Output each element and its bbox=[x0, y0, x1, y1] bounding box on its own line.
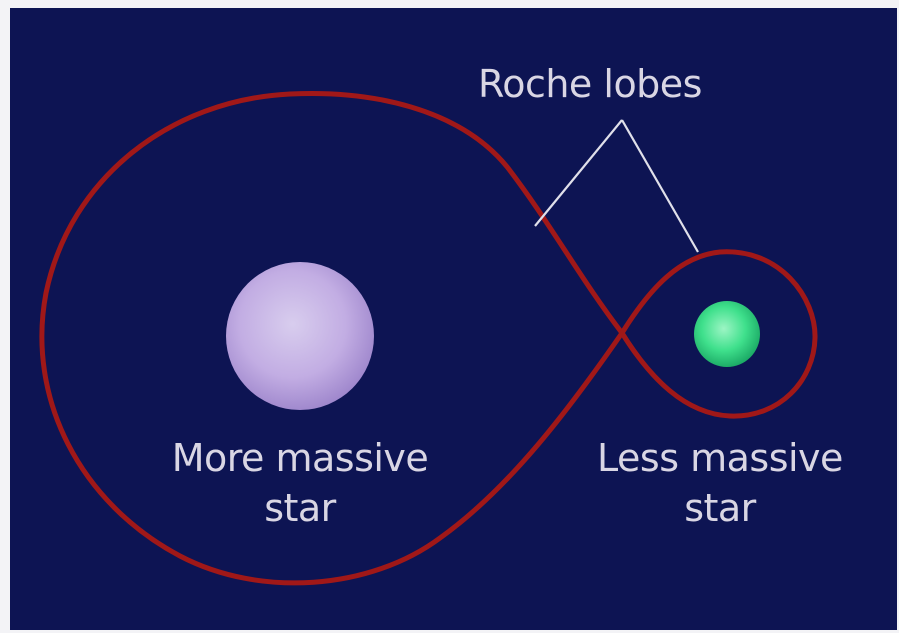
less-massive-star-label-line1: Less massive bbox=[597, 436, 843, 480]
small-roche-lobe bbox=[619, 249, 818, 419]
diagram-canvas: Roche lobes More massive star Less massi… bbox=[10, 8, 897, 630]
less-massive-star bbox=[694, 301, 760, 367]
more-massive-star-label-line2: star bbox=[264, 486, 336, 530]
roche-lobe-diagram bbox=[39, 91, 818, 586]
roche-lobes-label: Roche lobes bbox=[478, 62, 702, 106]
more-massive-star bbox=[226, 262, 374, 410]
less-massive-star-label-line2: star bbox=[684, 486, 756, 530]
pointer-line-small-lobe bbox=[621, 119, 699, 253]
more-massive-star-label-line1: More massive bbox=[171, 436, 429, 480]
large-roche-lobe bbox=[39, 91, 625, 586]
pointer-line-large-lobe bbox=[534, 119, 623, 227]
